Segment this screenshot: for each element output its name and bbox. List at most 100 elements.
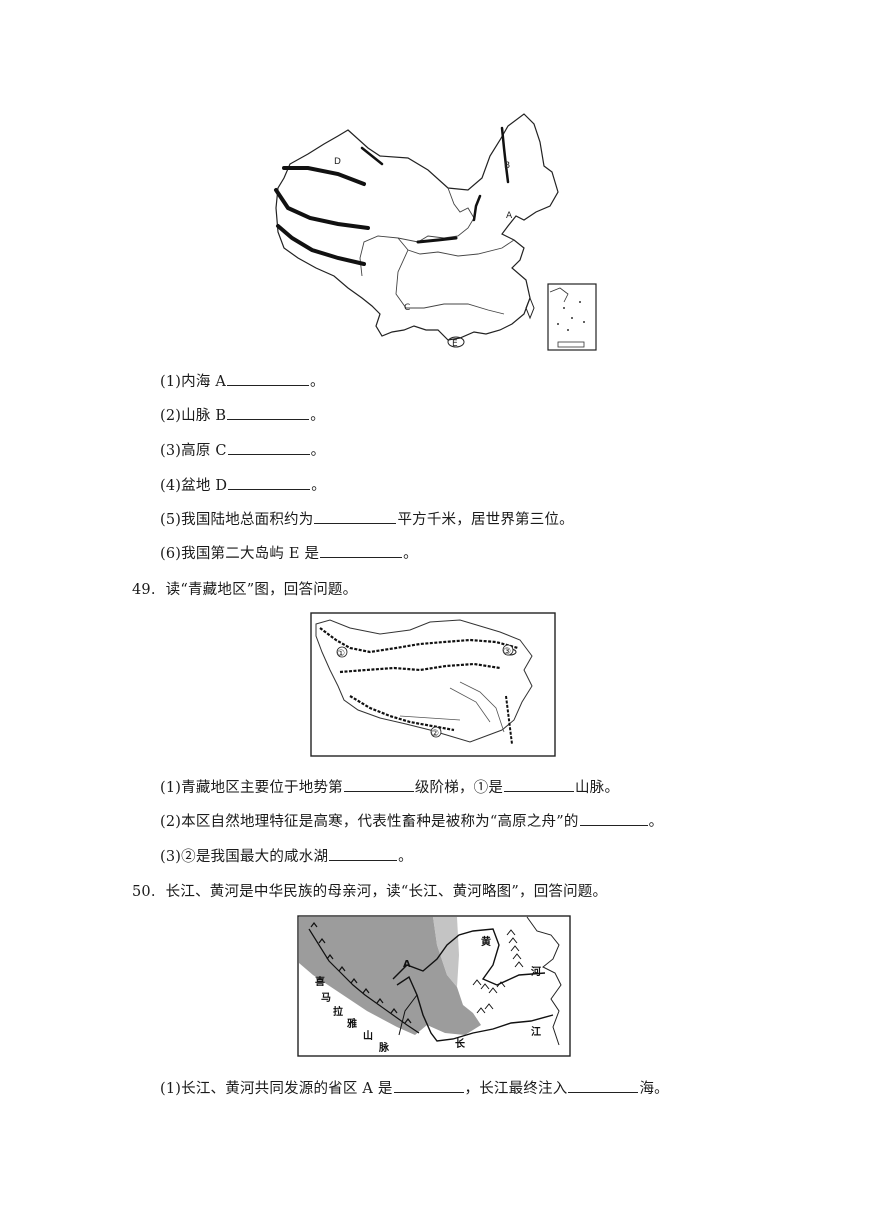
china-outline bbox=[275, 113, 559, 341]
hainan-island bbox=[447, 336, 465, 348]
mountain-range-b bbox=[500, 126, 510, 184]
q48-item-3-suffix: 。 bbox=[310, 443, 326, 459]
map-label-mai: 脉 bbox=[378, 1041, 390, 1054]
answer-blank[interactable] bbox=[393, 1091, 464, 1093]
q49-item-1-part1: (1)青藏地区主要位于地势第 bbox=[160, 780, 343, 796]
q50-item-1-part2: ，长江最终注入 bbox=[464, 1081, 568, 1097]
q49-item-2-part2: 。 bbox=[648, 814, 664, 830]
inset-scale-bar bbox=[557, 341, 585, 348]
q50-stem: 50.长江、黄河是中华民族的母亲河，读“长江、黄河略图”，回答问题。 bbox=[132, 880, 607, 901]
yangtze-tributary bbox=[398, 994, 418, 1036]
q49-item-3-part2: 。 bbox=[398, 849, 413, 865]
mountain-range-himalaya bbox=[276, 224, 366, 266]
q48-item-4: (4)盆地 D 。 bbox=[160, 474, 326, 495]
answer-blank[interactable] bbox=[568, 1091, 639, 1093]
answer-blank[interactable] bbox=[329, 859, 398, 861]
shaded-region-2 bbox=[433, 917, 459, 987]
q49-stem-text: 读“青藏地区”图，回答问题。 bbox=[165, 582, 358, 598]
q48-item-5-suffix: 平方千米，居世界第三位。 bbox=[397, 512, 574, 528]
map-label-he: 河 bbox=[531, 966, 541, 978]
map-label-ma: 马 bbox=[321, 992, 331, 1004]
answer-blank[interactable] bbox=[227, 418, 310, 420]
shaded-region bbox=[299, 917, 481, 1035]
map-label-jiang: 江 bbox=[531, 1025, 541, 1038]
q49-number: 49. bbox=[132, 582, 156, 598]
q48-item-6: (6)我国第二大岛屿 E 是 。 bbox=[160, 542, 418, 563]
map-label-three: ③ bbox=[503, 647, 511, 657]
mountain-range-qinling bbox=[416, 236, 458, 244]
answer-blank[interactable] bbox=[314, 522, 397, 524]
mountain-range-kunlun bbox=[274, 188, 370, 230]
q50-item-1-part1: (1)长江、黄河共同发源的省区 A 是 bbox=[160, 1081, 393, 1097]
qinghai-tibet-map-figure: ① ② ③ bbox=[310, 612, 558, 760]
answer-blank[interactable] bbox=[579, 824, 648, 826]
inset-coast bbox=[549, 287, 569, 303]
q49-item-1-part3: 山脉。 bbox=[575, 780, 620, 796]
yangtze-yellow-river-map-figure: A 喜 马 拉 雅 山 脉 黄 河 长 江 bbox=[297, 915, 573, 1059]
map-label-c: C bbox=[404, 303, 410, 313]
q48-item-2: (2)山脉 B 。 bbox=[160, 404, 325, 425]
q48-item-6-suffix: 。 bbox=[403, 546, 418, 562]
q48-item-4-prefix: (4)盆地 D bbox=[160, 478, 228, 494]
q49-item-3-part1: (3)②是我国最大的咸水湖 bbox=[160, 849, 329, 865]
taiwan-island bbox=[525, 296, 535, 320]
q48-item-3-prefix: (3)高原 C bbox=[160, 443, 227, 459]
q48-item-5: (5)我国陆地总面积约为 平方千米，居世界第三位。 bbox=[160, 508, 574, 529]
china-map-figure: D B A C E bbox=[268, 108, 600, 354]
mountain-range-tianshan bbox=[282, 166, 366, 186]
map-label-two: ② bbox=[431, 729, 439, 739]
q49-item-2: (2)本区自然地理特征是高寒，代表性畜种是被称为“高原之舟”的 。 bbox=[160, 810, 663, 831]
q48-item-4-suffix: 。 bbox=[311, 478, 326, 494]
answer-blank[interactable] bbox=[227, 384, 310, 386]
coastline bbox=[526, 916, 562, 1046]
q48-item-1-prefix: (1)内海 A bbox=[160, 374, 227, 390]
q48-item-1: (1)内海 A 。 bbox=[160, 370, 325, 391]
mountain-range-altai bbox=[360, 146, 384, 166]
map-label-xi: 喜 bbox=[315, 975, 325, 988]
yangtze-yellow-river-map: A 喜 马 拉 雅 山 脉 黄 河 长 江 bbox=[297, 915, 571, 1057]
q48-item-2-prefix: (2)山脉 B bbox=[160, 408, 227, 424]
himalaya-range-marks bbox=[308, 922, 420, 1034]
map-label-chang: 长 bbox=[455, 1037, 466, 1050]
mountain-range-north bbox=[319, 627, 519, 654]
river-2 bbox=[449, 687, 491, 723]
map-label-e: E bbox=[452, 339, 458, 349]
q49-stem: 49. 读“青藏地区”图，回答问题。 bbox=[132, 578, 357, 599]
q48-item-1-suffix: 。 bbox=[310, 374, 325, 390]
q50-item-1: (1)长江、黄河共同发源的省区 A 是 ，长江最终注入 海。 bbox=[160, 1077, 669, 1098]
mountain-range-taihang bbox=[472, 194, 482, 222]
q49-item-1: (1)青藏地区主要位于地势第 级阶梯，①是 山脉。 bbox=[160, 776, 619, 797]
yangtze-river bbox=[396, 975, 554, 1042]
map-label-huang: 黄 bbox=[481, 935, 491, 948]
q50-stem-text: 长江、黄河是中华民族的母亲河，读“长江、黄河略图”，回答问题。 bbox=[165, 884, 608, 900]
map-label-la: 拉 bbox=[333, 1005, 343, 1018]
yellow-river bbox=[392, 928, 546, 986]
qinghai-tibet-map: ① ② ③ bbox=[310, 612, 556, 757]
region-outline bbox=[315, 619, 533, 743]
map-label-one: ① bbox=[337, 649, 345, 659]
q49-item-3: (3)②是我国最大的咸水湖 。 bbox=[160, 845, 413, 866]
map-label-b: B bbox=[504, 161, 510, 171]
q48-item-6-prefix: (6)我国第二大岛屿 E 是 bbox=[160, 546, 320, 562]
river-3 bbox=[399, 715, 461, 721]
china-map: D B A C E bbox=[274, 113, 597, 351]
q49-item-1-part2: 级阶梯，①是 bbox=[414, 780, 504, 796]
internal-boundary-2 bbox=[397, 237, 515, 257]
answer-blank[interactable] bbox=[227, 453, 310, 455]
map-label-shan: 山 bbox=[363, 1029, 373, 1042]
internal-boundary-3 bbox=[395, 249, 505, 315]
q48-item-5-prefix: (5)我国陆地总面积约为 bbox=[160, 512, 314, 528]
q50-item-1-part3: 海。 bbox=[639, 1081, 669, 1097]
answer-blank[interactable] bbox=[320, 556, 403, 558]
q49-item-2-part1: (2)本区自然地理特征是高寒，代表性畜种是被称为“高原之舟”的 bbox=[160, 814, 579, 830]
answer-blank[interactable] bbox=[228, 488, 311, 490]
river bbox=[459, 681, 505, 733]
map-label-d: D bbox=[334, 157, 341, 167]
answer-blank[interactable] bbox=[343, 790, 414, 792]
answer-blank[interactable] bbox=[504, 790, 575, 792]
q48-item-2-suffix: 。 bbox=[310, 408, 325, 424]
internal-boundary bbox=[359, 187, 475, 277]
map-label-a: A bbox=[506, 211, 513, 221]
mountain-range-hengduan bbox=[505, 695, 513, 745]
map-label-a: A bbox=[403, 959, 411, 970]
